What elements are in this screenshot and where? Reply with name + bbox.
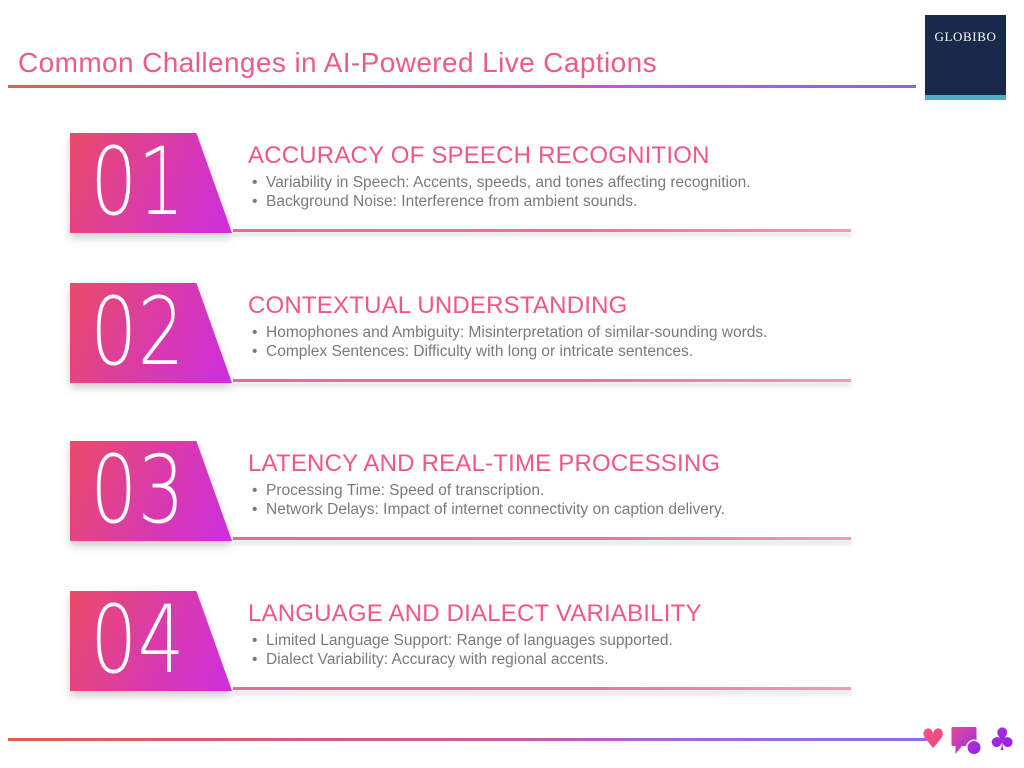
section-heading: LANGUAGE AND DIALECT VARIABILITY bbox=[248, 600, 702, 627]
bullet-item: Processing Time: Speed of transcription. bbox=[252, 481, 725, 500]
footer-icons: ♥ ♣ bbox=[921, 722, 1016, 758]
bullet-item: Limited Language Support: Range of langu… bbox=[252, 631, 673, 650]
number-block-2: 02 bbox=[70, 283, 232, 383]
section-heading: CONTEXTUAL UNDERSTANDING bbox=[248, 292, 628, 319]
number-block-4: 04 bbox=[70, 591, 232, 691]
globibo-logo-text: GLOBIBO bbox=[934, 29, 997, 44]
page-title: Common Challenges in AI-Powered Live Cap… bbox=[18, 47, 657, 78]
challenge-section-3: 03 LATENCY AND REAL-TIME PROCESSING Proc… bbox=[0, 441, 1024, 541]
section-divider-line bbox=[233, 229, 851, 232]
section-heading: ACCURACY OF SPEECH RECOGNITION bbox=[248, 142, 710, 169]
section-heading: LATENCY AND REAL-TIME PROCESSING bbox=[248, 450, 721, 477]
section-number: 04 bbox=[90, 586, 186, 695]
bullet-item: Background Noise: Interference from ambi… bbox=[252, 192, 751, 211]
heart-icon: ♥ bbox=[921, 722, 945, 758]
section-number: 02 bbox=[90, 278, 186, 387]
bullet-item: Homophones and Ambiguity: Misinterpretat… bbox=[252, 323, 767, 342]
challenge-section-1: 01 ACCURACY OF SPEECH RECOGNITION Variab… bbox=[0, 133, 1024, 233]
section-number: 03 bbox=[90, 436, 186, 545]
title-underline bbox=[8, 85, 916, 88]
bullet-item: Variability in Speech: Accents, speeds, … bbox=[252, 173, 751, 192]
section-bullets: Homophones and Ambiguity: Misinterpretat… bbox=[252, 323, 767, 361]
chat-bubble-icon bbox=[950, 723, 983, 757]
section-bullets: Processing Time: Speed of transcription.… bbox=[252, 481, 725, 519]
challenge-section-4: 04 LANGUAGE AND DIALECT VARIABILITY Limi… bbox=[0, 591, 1024, 691]
section-bullets: Limited Language Support: Range of langu… bbox=[252, 631, 673, 669]
bullet-item: Network Delays: Impact of internet conne… bbox=[252, 500, 725, 519]
footer-divider-line bbox=[8, 738, 936, 741]
section-divider-line bbox=[233, 687, 851, 690]
club-icon: ♣ bbox=[988, 722, 1017, 758]
section-divider-line bbox=[233, 537, 851, 540]
section-number: 01 bbox=[90, 128, 186, 237]
bullet-item: Dialect Variability: Accuracy with regio… bbox=[252, 650, 673, 669]
challenge-section-2: 02 CONTEXTUAL UNDERSTANDING Homophones a… bbox=[0, 283, 1024, 383]
number-block-1: 01 bbox=[70, 133, 232, 233]
section-divider-line bbox=[233, 379, 851, 382]
globibo-logo-strip bbox=[925, 95, 1006, 100]
number-block-3: 03 bbox=[70, 441, 232, 541]
bullet-item: Complex Sentences: Difficulty with long … bbox=[252, 342, 767, 361]
section-bullets: Variability in Speech: Accents, speeds, … bbox=[252, 173, 751, 211]
globibo-logo-box: GLOBIBO bbox=[925, 15, 1006, 95]
globibo-logo: GLOBIBO bbox=[925, 15, 1006, 100]
